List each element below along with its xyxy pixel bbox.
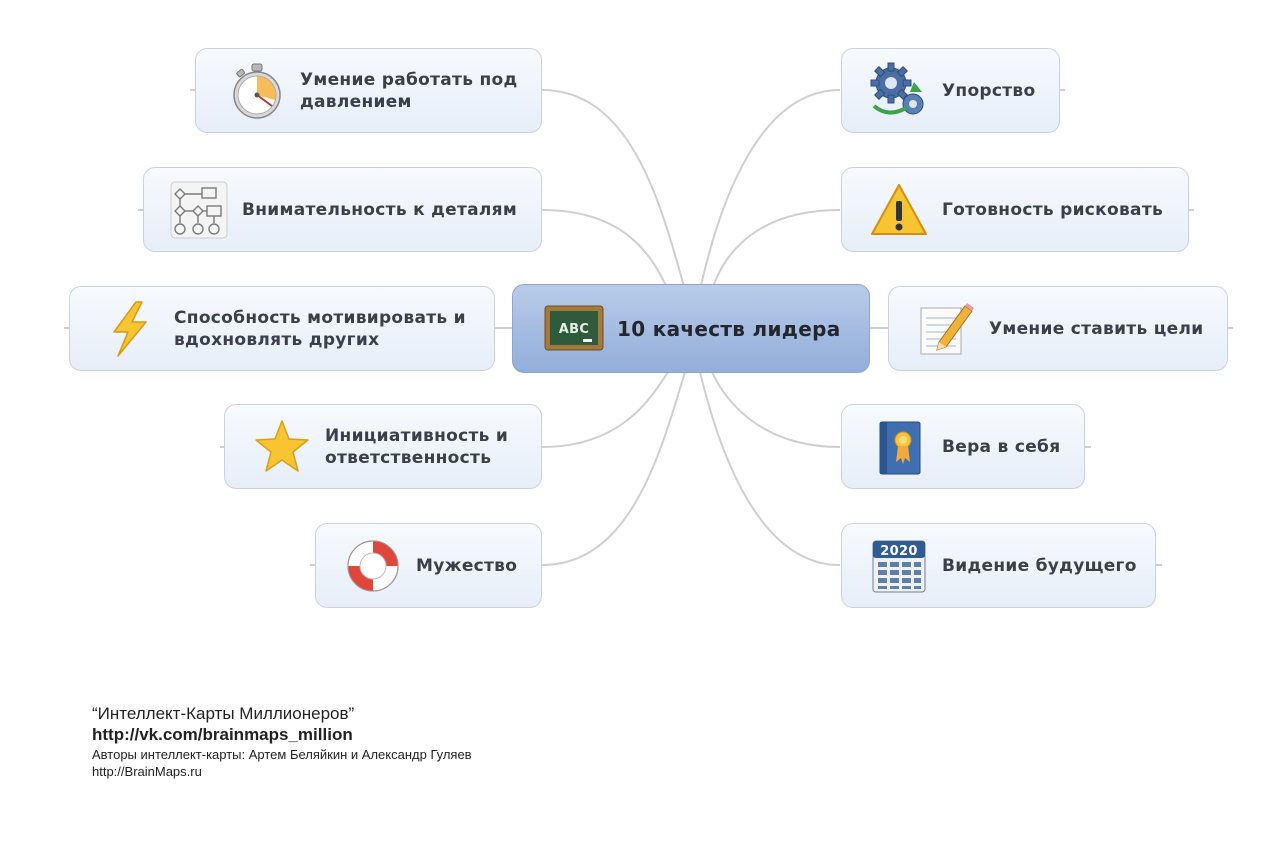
chalkboard-text: ABC: [559, 322, 589, 337]
credits-url-link[interactable]: http://vk.com/brainmaps_million: [92, 725, 353, 744]
flowchart-icon: [170, 181, 228, 239]
node-details-label: Внимательность к деталям: [242, 199, 518, 220]
connector-right-4: [711, 371, 841, 448]
connector-left-2: [541, 209, 669, 291]
credits-authors: Авторы интеллект-карты: Артем Беляйкин и…: [92, 747, 472, 762]
connector-right-5: [699, 371, 841, 566]
stopwatch-icon: [228, 62, 286, 120]
node-persistence-label: Упорство: [942, 80, 1036, 101]
connector-right-2: [711, 209, 841, 291]
node-initiative[interactable]: Инициативность и ответственность: [224, 404, 542, 489]
node-goals[interactable]: Умение ставить цели: [888, 286, 1228, 371]
node-courage-label: Мужество: [416, 555, 518, 576]
star-icon: [253, 418, 311, 476]
node-risk[interactable]: Готовность рисковать: [841, 167, 1189, 252]
node-motivate-label: Способность мотивировать и вдохновлять д…: [174, 307, 466, 350]
lifebuoy-icon: [344, 537, 402, 595]
gears-icon: [870, 62, 928, 120]
node-initiative-label: Инициативность и ответственность: [325, 425, 509, 468]
node-self-belief-label: Вера в себя: [942, 436, 1061, 457]
node-details[interactable]: Внимательность к деталям: [143, 167, 542, 252]
central-topic-label: 10 качеств лидера: [617, 316, 841, 341]
connector-left-4: [541, 371, 669, 448]
node-motivate[interactable]: Способность мотивировать и вдохновлять д…: [69, 286, 495, 371]
node-pressure-label: Умение работать под давлением: [300, 69, 518, 112]
connector-left-1: [541, 89, 686, 291]
node-self-belief[interactable]: Вера в себя: [841, 404, 1085, 489]
chalkboard-abc-icon: ABC: [543, 304, 605, 354]
connector-left-5: [541, 371, 686, 566]
node-goals-label: Умение ставить цели: [989, 318, 1204, 339]
node-vision[interactable]: 2020 Видение будущего: [841, 523, 1156, 608]
credits-title: “Интеллект-Карты Миллионеров”: [92, 704, 355, 723]
calendar-2020-icon: 2020: [870, 537, 928, 595]
lightning-icon: [102, 300, 160, 358]
credits-block: “Интеллект-Карты Миллионеров” http://vk.…: [92, 704, 472, 780]
node-risk-label: Готовность рисковать: [942, 199, 1164, 220]
calendar-year-text: 2020: [880, 544, 917, 559]
node-pressure[interactable]: Умение работать под давлением: [195, 48, 542, 133]
node-courage[interactable]: Мужество: [315, 523, 542, 608]
node-vision-label: Видение будущего: [942, 555, 1137, 576]
connector-right-1: [699, 89, 841, 291]
node-persistence[interactable]: Упорство: [841, 48, 1060, 133]
warning-icon: [870, 181, 928, 239]
notepad-pencil-icon: [917, 300, 975, 358]
book-award-icon: [870, 418, 928, 476]
credits-site-link[interactable]: http://BrainMaps.ru: [92, 764, 202, 779]
central-topic[interactable]: ABC 10 качеств лидера: [512, 284, 870, 373]
